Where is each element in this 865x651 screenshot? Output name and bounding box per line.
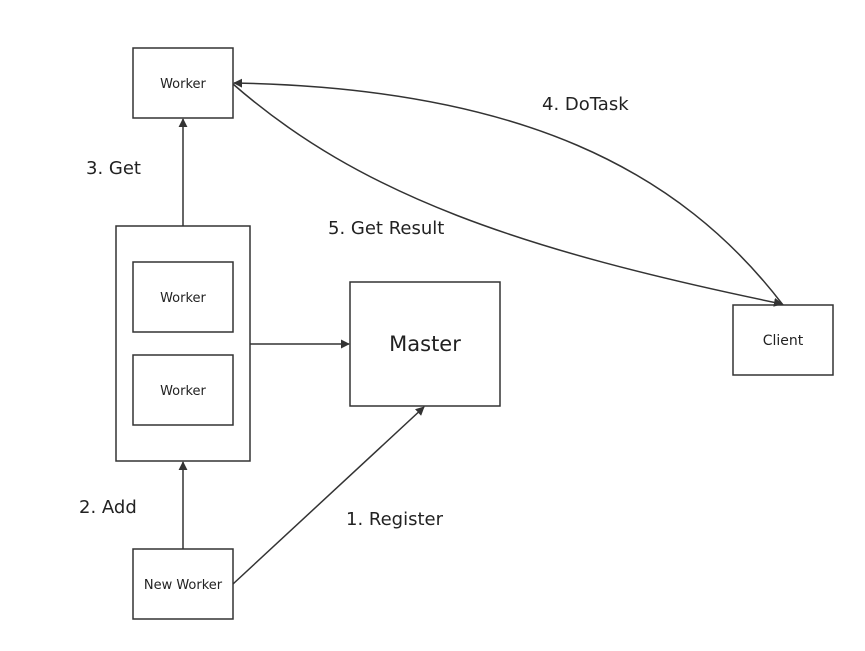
do-task-edge-label: 4. DoTask (542, 94, 629, 115)
register-edge-label: 1. Register (346, 509, 444, 530)
get-edge-label: 3. Get (86, 158, 141, 179)
new-worker-label: New Worker (144, 578, 223, 593)
client-node (732, 304, 834, 376)
worker-a-label: Worker (160, 291, 206, 306)
register-arrow (232, 406, 425, 585)
worker-a-node (132, 261, 234, 333)
do-task-arrow (233, 78, 784, 306)
get-result-arrow (232, 83, 783, 307)
worker-b-label: Worker (160, 384, 206, 399)
worker-top-label: Worker (160, 77, 206, 92)
add-edge-label: 2. Add (79, 497, 137, 518)
worker-top-node (132, 47, 234, 119)
master-node (349, 281, 501, 407)
worker-b-node (132, 354, 234, 426)
get-result-edge-label: 5. Get Result (328, 218, 444, 239)
master-label: Master (389, 332, 461, 356)
client-label: Client (763, 333, 804, 349)
new-worker-node (132, 548, 234, 620)
